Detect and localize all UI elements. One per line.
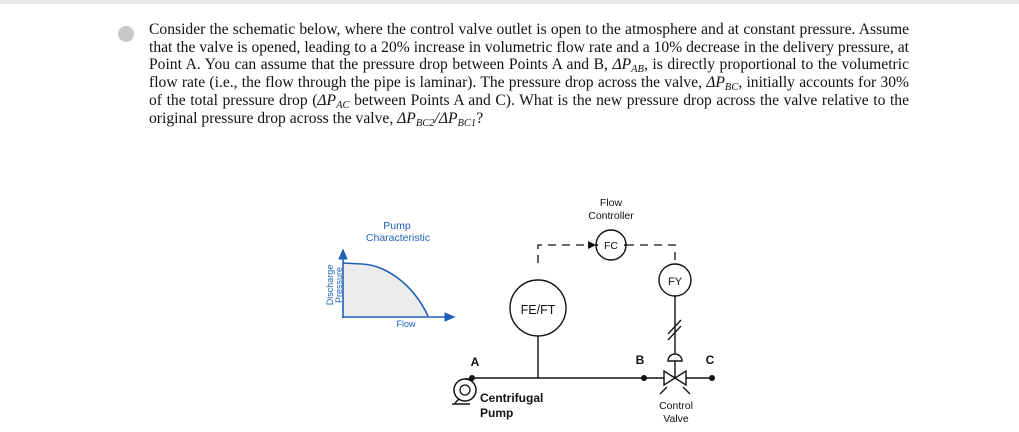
- ratio-denominator: ΔP: [438, 109, 458, 127]
- point-c-dot: [709, 375, 715, 381]
- delta-p-bc-subscript: BC: [724, 82, 739, 94]
- flow-controller-label-line1: Flow: [600, 197, 623, 209]
- flow-controller-label-line2: Controller: [588, 210, 634, 222]
- pneumatic-hatch-2: [667, 325, 682, 341]
- signal-line-ft-to-fc: [537, 244, 592, 263]
- point-b-label: B: [636, 353, 645, 367]
- ratio-denominator-subscript: BC1: [457, 117, 477, 129]
- question-part-1: Consider the schematic below, where the …: [149, 21, 909, 74]
- ratio-numerator-subscript: BC2: [415, 117, 435, 129]
- fy-symbol: FY: [668, 276, 683, 288]
- point-a-label: A: [471, 355, 480, 369]
- valve-label-line2: Valve: [663, 413, 689, 425]
- question-part-2: , is directly proportional to the volume…: [149, 56, 909, 92]
- delta-p-ac: ΔP: [317, 91, 337, 109]
- fe-ft-bubble: [509, 279, 567, 337]
- y-axis-label-line2: Pressure: [334, 267, 344, 303]
- ratio-slash: /: [434, 109, 439, 127]
- pump-label-line2: Pump: [480, 406, 513, 420]
- question-text: Consider the schematic below, where the …: [149, 21, 910, 129]
- pump-label-line1: Centrifugal: [480, 391, 543, 405]
- question-part-3: , initially accounts for 30% of the tota…: [149, 74, 909, 109]
- pump-characteristic-title-line1: Pump: [383, 220, 411, 232]
- signal-line-fc-to-fy: [626, 244, 676, 263]
- y-axis-label-line1: Discharge: [325, 265, 335, 306]
- delta-p-ab-subscript: AB: [631, 64, 644, 76]
- characteristic-curve: [342, 262, 429, 317]
- question-bullet-icon: [118, 26, 134, 42]
- signal-arrow-fc: [588, 241, 596, 249]
- control-valve-icon: [659, 353, 691, 395]
- question-part-5: ?: [476, 109, 484, 127]
- centrifugal-pump-icon: [452, 378, 477, 405]
- flow-controller-label-bg: [598, 238, 624, 252]
- valve-label-line1: Control: [659, 400, 693, 412]
- flow-controller-symbol: FC: [604, 240, 618, 252]
- delta-p-ac-subscript: AC: [336, 99, 350, 111]
- delta-p-bc: ΔP: [706, 74, 725, 92]
- pump-characteristic-chart: Pump Characteristic Discharge Pressure F…: [325, 220, 456, 329]
- process-schematic: Pump Characteristic Discharge Pressure F…: [325, 197, 715, 425]
- top-divider: [0, 0, 1019, 4]
- fe-ft-symbol: FE/FT: [521, 303, 556, 317]
- pneumatic-hatch-1: [667, 319, 682, 335]
- characteristic-curve-fill: [343, 263, 428, 316]
- point-b-dot: [641, 375, 647, 381]
- x-axis-label: Flow: [396, 319, 416, 329]
- delta-p-ab: ΔP: [612, 56, 632, 74]
- ratio-numerator: ΔP: [397, 109, 416, 127]
- point-c-label: C: [706, 353, 715, 367]
- question-part-4: between Points A and C). What is the new…: [149, 91, 910, 127]
- pump-characteristic-title-line2: Characteristic: [366, 232, 430, 244]
